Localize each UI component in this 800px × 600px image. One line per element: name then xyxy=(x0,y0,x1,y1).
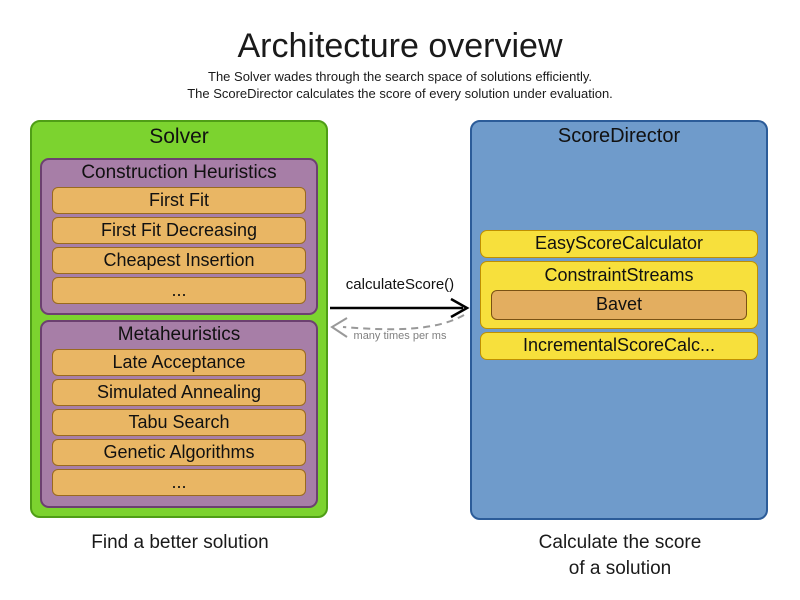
construction-heuristics-group: Construction Heuristics First Fit First … xyxy=(40,158,318,315)
heuristic-item: First Fit xyxy=(52,187,306,214)
calculator-item: IncrementalScoreCalc... xyxy=(480,332,758,360)
heuristic-item: Late Acceptance xyxy=(52,349,306,376)
construction-heuristics-label: Construction Heuristics xyxy=(81,162,277,183)
heuristic-item-more: ... xyxy=(52,277,306,304)
score-director-label: ScoreDirector xyxy=(557,125,681,147)
subtitle-line-1: The Solver wades through the search spac… xyxy=(208,69,592,84)
solver-label: Solver xyxy=(149,125,209,148)
page-title: Architecture overview xyxy=(237,27,563,65)
score-director-box: ScoreDirector EasyScoreCalculator Constr… xyxy=(470,120,768,520)
heuristic-item-more: ... xyxy=(52,469,306,496)
subtitle-line-2: The ScoreDirector calculates the score o… xyxy=(187,86,613,101)
calculator-item-constraint-streams: ConstraintStreams Bavet xyxy=(480,261,758,329)
heuristic-item: Cheapest Insertion xyxy=(52,247,306,274)
heuristic-item: Simulated Annealing xyxy=(52,379,306,406)
solver-box: Solver Construction Heuristics First Fit… xyxy=(30,120,328,518)
calculate-score-arrow xyxy=(330,297,470,319)
solver-caption: Find a better solution xyxy=(91,532,269,553)
heuristic-item: Genetic Algorithms xyxy=(52,439,306,466)
constraint-streams-label: ConstraintStreams xyxy=(544,265,694,285)
calculate-score-label: calculateScore() xyxy=(345,276,455,293)
heuristic-item: First Fit Decreasing xyxy=(52,217,306,244)
score-director-caption: Calculate the score of a solution xyxy=(470,530,770,582)
metaheuristics-group: Metaheuristics Late Acceptance Simulated… xyxy=(40,320,318,508)
heuristic-item: Tabu Search xyxy=(52,409,306,436)
bavet-item: Bavet xyxy=(491,290,747,320)
frequency-label: many times per ms xyxy=(353,330,447,342)
score-director-caption-line-1: Calculate the score xyxy=(538,532,702,553)
calculator-item: EasyScoreCalculator xyxy=(480,230,758,258)
score-director-caption-line-2: of a solution xyxy=(568,558,672,579)
metaheuristics-label: Metaheuristics xyxy=(117,324,241,345)
